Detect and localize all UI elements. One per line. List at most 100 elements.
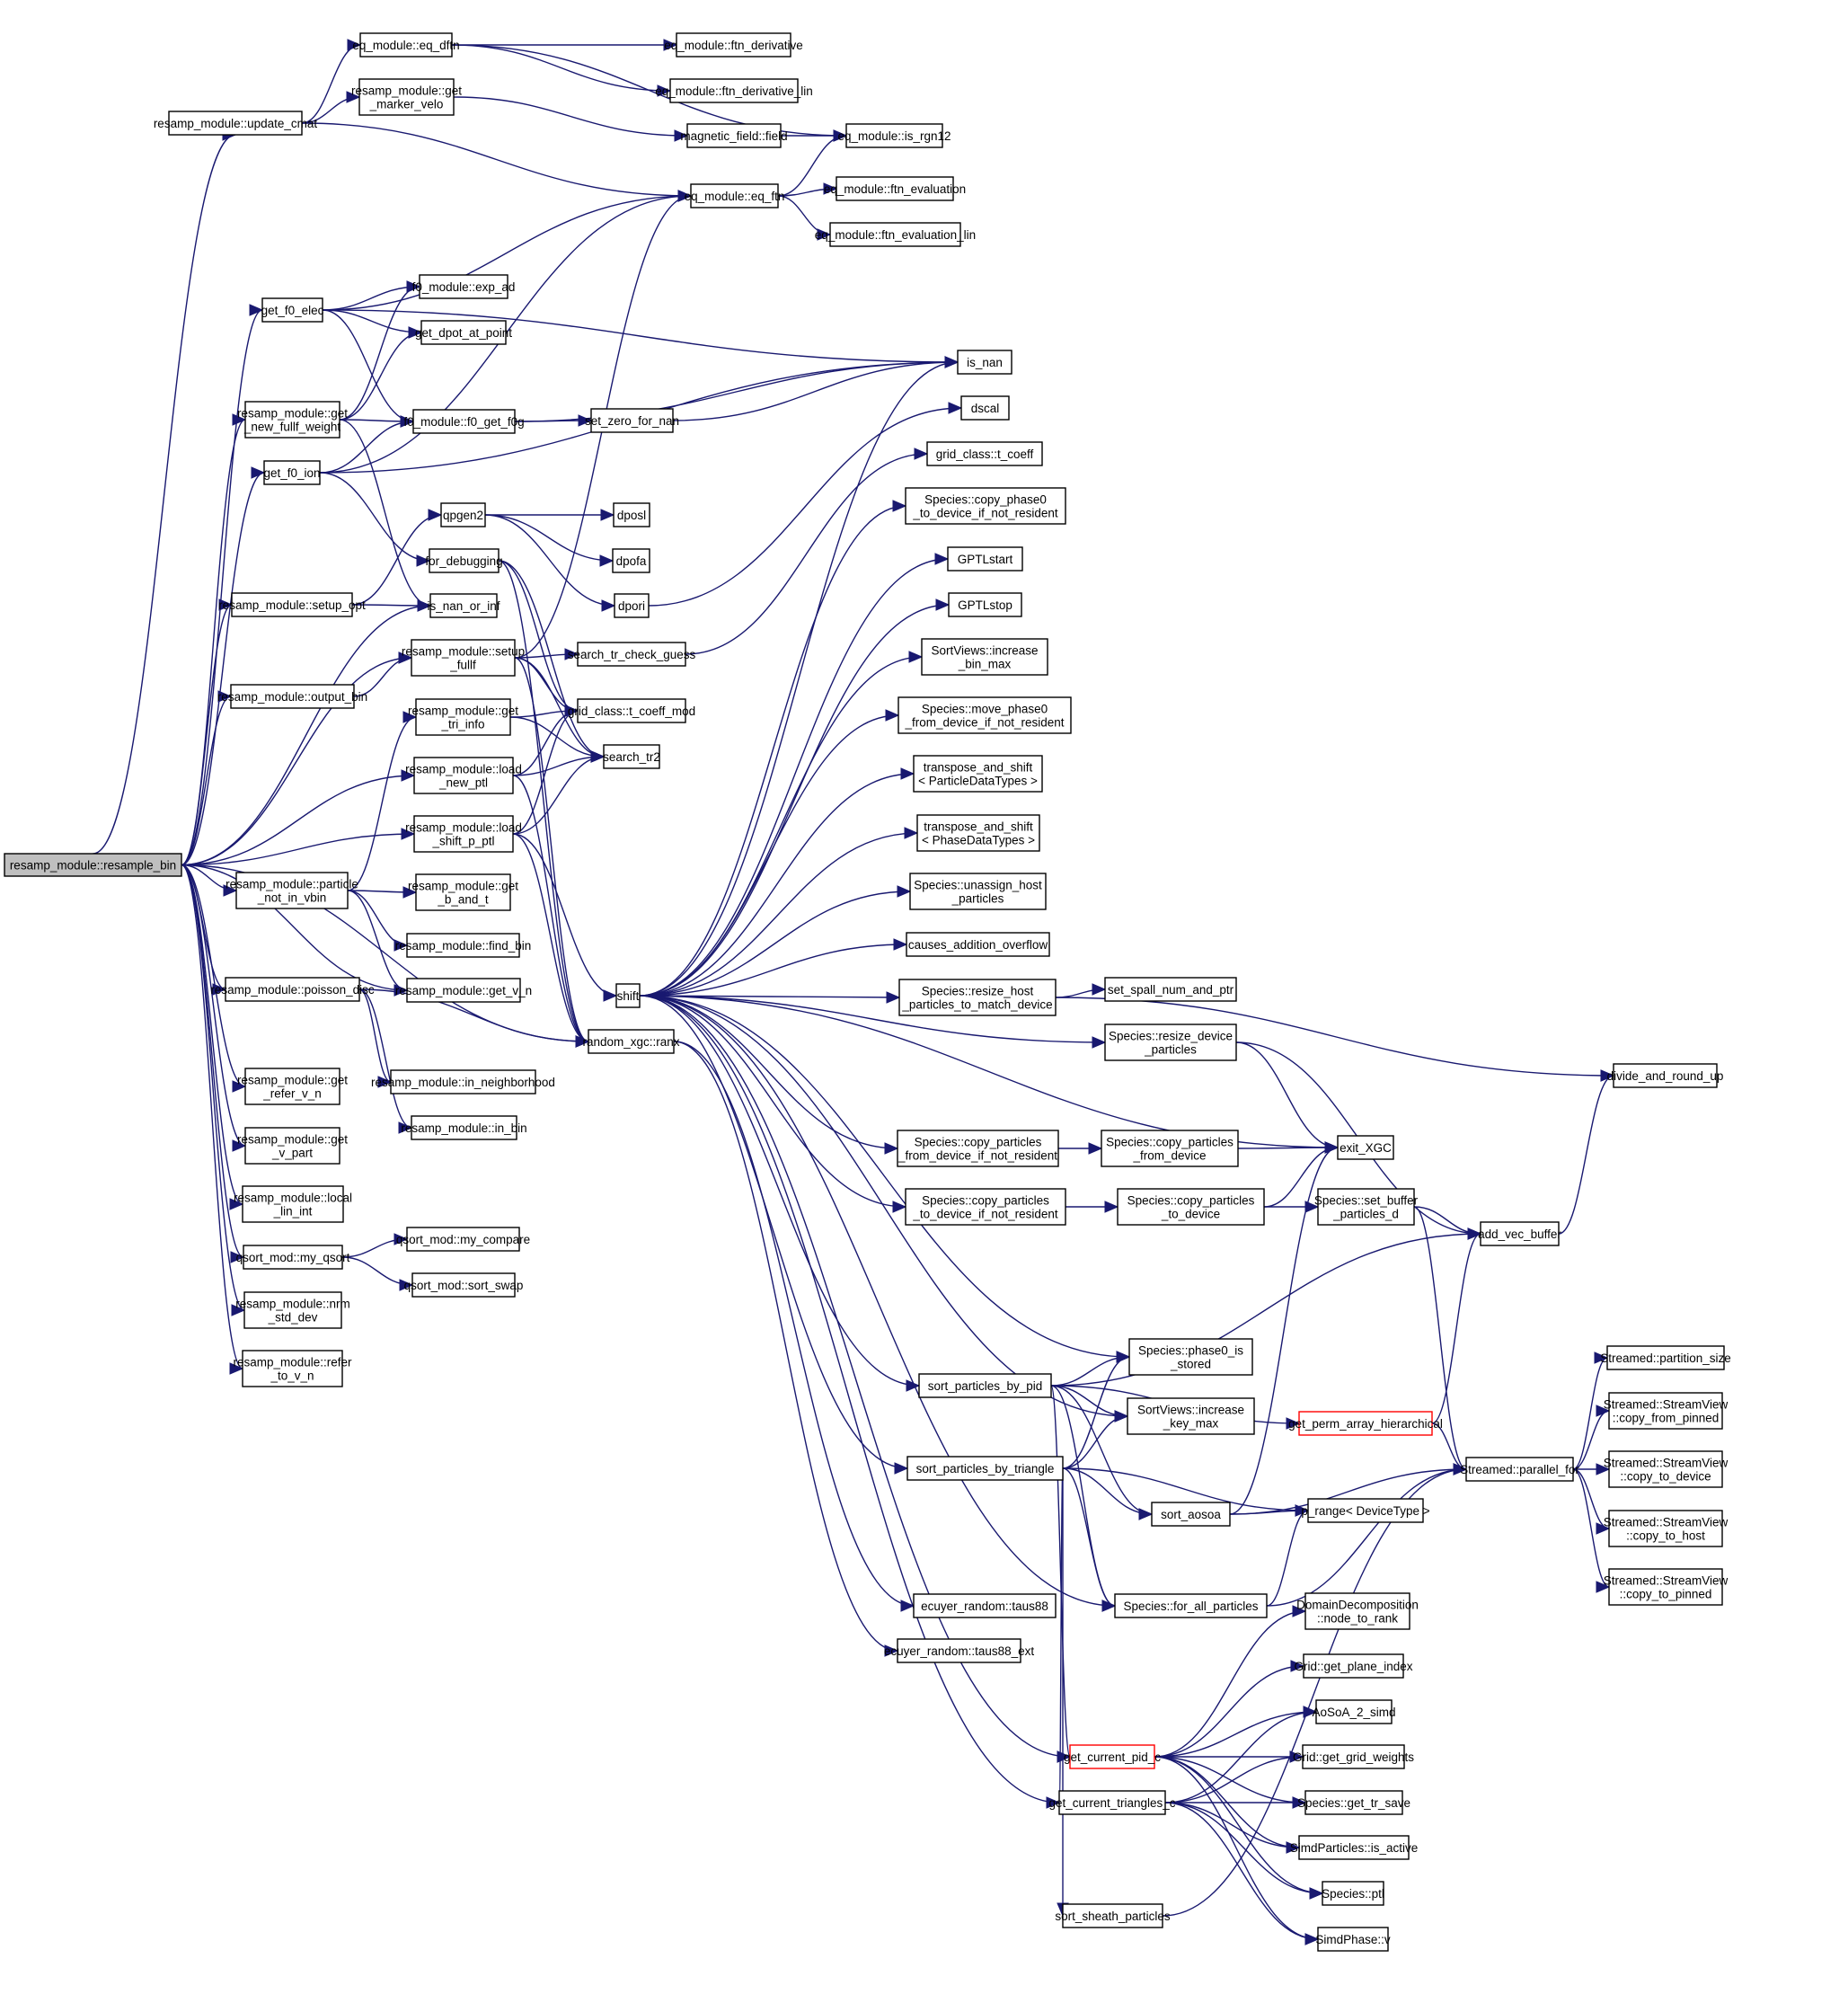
node-simdparticles-is-active[interactable]: SimdParticles::is_active [1290,1835,1419,1860]
node-streamed-streamview-copy-from-pinned[interactable]: Streamed::StreamView::copy_from_pinned [1604,1392,1729,1430]
node-grid-get-grid-weights[interactable]: Grid::get_grid_weights [1293,1744,1414,1769]
node-resamp-module-setup-fullf[interactable]: resamp_module::setup_fullf [402,639,525,677]
node-qpgen2[interactable]: qpgen2 [440,502,486,527]
node-eq-module-ftn-derivative-lin[interactable]: eq_module::ftn_derivative_lin [655,78,813,103]
node-resamp-module-setup-opt[interactable]: resamp_module::setup_opt [218,592,366,617]
node-resamp-module-update-cmat[interactable]: resamp_module::update_cmat [154,111,318,136]
node-dpofa[interactable]: dpofa [612,548,650,573]
node-get-f0-ion[interactable]: get_f0_ion [263,460,321,485]
node-species-unassign-host-particles[interactable]: Species::unassign_host_particles [909,873,1047,910]
node-sort-particles-by-pid[interactable]: sort_particles_by_pid [918,1373,1052,1398]
node-get-perm-array-hierarchical[interactable]: get_perm_array_hierarchical [1288,1411,1443,1436]
node-magnetic-field-field[interactable]: magnetic_field::field [680,123,788,148]
node-simdphase-v[interactable]: SimdPhase::v [1315,1927,1391,1952]
node-ecuyer-random-taus88[interactable]: ecuyer_random::taus88 [913,1593,1057,1618]
node-is-nan[interactable]: is_nan [957,350,1012,375]
node-get-current-triangles-c[interactable]: get_current_triangles_c [1048,1790,1176,1815]
node-streamed-parallel-for[interactable]: Streamed::parallel_for [1460,1457,1579,1482]
node-resamp-module-output-bin[interactable]: resamp_module::output_bin [217,684,367,709]
node-resamp-module-load-shift-p-ptl[interactable]: resamp_module::load_shift_p_ptl [405,815,522,853]
node-add-vec-buffer[interactable]: add_vec_buffer [1478,1221,1561,1246]
node-resamp-module-resample-bin[interactable]: resamp_module::resample_bin [4,853,182,877]
node-sortviews-increase-bin-max[interactable]: SortViews::increase_bin_max [921,638,1048,676]
node-species-set-buffer-particles-d[interactable]: Species::set_buffer_particles_d [1314,1188,1419,1226]
node-search-tr-check-guess[interactable]: search_tr_check_guess [568,642,696,667]
node-random-xgc-ranx[interactable]: random_xgc::ranx [582,1029,680,1054]
node-eq-module-eq-ftn[interactable]: eq_module::eq_ftn [685,183,785,208]
node-dposl[interactable]: dposl [613,502,650,527]
node-species-copy-particles-to-device-if-not-resident[interactable]: Species::copy_particles_to_device_if_not… [905,1188,1066,1226]
node-eq-module-ftn-derivative[interactable]: eq_module::ftn_derivative [664,32,803,58]
node-eq-module-ftn-evaluation[interactable]: eq_module::ftn_evaluation [824,176,966,201]
node-eq-module-is-rgn12[interactable]: eq_module::is_rgn12 [837,123,951,148]
node-species-for-all-particles[interactable]: Species::for_all_particles [1114,1593,1268,1618]
node-search-tr2[interactable]: search_tr2 [603,744,660,769]
node-eq-module-eq-dftn[interactable]: eq_module::eq_dftn [352,32,460,58]
node-species-resize-device-particles[interactable]: Species::resize_device_particles [1104,1024,1237,1061]
node-species-move-phase0-from-device-if-not-resident[interactable]: Species::move_phase0_from_device_if_not_… [897,696,1072,734]
node-resamp-module-get-marker-velo[interactable]: resamp_module::get_marker_velo [351,78,462,116]
node-qsort-mod-my-compare[interactable]: qsort_mod::my_compare [396,1227,530,1252]
node-ecuyer-random-taus88-ext[interactable]: ecuyer_random::taus88_ext [884,1638,1035,1663]
node-streamed-streamview-copy-to-device[interactable]: Streamed::StreamView::copy_to_device [1604,1450,1729,1488]
node-set-zero-for-nan[interactable]: set_zero_for_nan [585,408,679,433]
node-exit-xgc[interactable]: exit_XGC [1337,1135,1394,1160]
node-resamp-module-in-neighborhood[interactable]: resamp_module::in_neighborhood [371,1069,555,1094]
node-p-range-devicetype[interactable]: p_range< DeviceType > [1301,1498,1430,1523]
node-resamp-module-get-b-and-t[interactable]: resamp_module::get_b_and_t [408,873,518,911]
node-sortviews-increase-key-max[interactable]: SortViews::increase_key_max [1127,1397,1255,1435]
node-dpori[interactable]: dpori [614,593,650,618]
node-sort-particles-by-triangle[interactable]: sort_particles_by_triangle [906,1456,1064,1481]
node-resamp-module-find-bin[interactable]: resamp_module::find_bin [395,933,532,958]
node-for-debugging[interactable]: for_debugging [425,548,503,573]
node-resamp-module-refer-to-v-n[interactable]: resamp_module::refer_to_v_n [233,1350,352,1387]
node-resamp-module-get-new-fullf-weight[interactable]: resamp_module::get_new_fullf_weight [237,401,348,439]
node-get-f0-elec[interactable]: get_f0_elec [261,297,324,323]
node-sort-aosoa[interactable]: sort_aosoa [1151,1502,1231,1527]
node-species-resize-host-particles-to-match-device[interactable]: Species::resize_host_particles_to_match_… [898,979,1057,1016]
node-streamed-partition-size[interactable]: Streamed::partition_size [1600,1345,1731,1370]
node-resamp-module-get-tri-info[interactable]: resamp_module::get_tri_info [408,698,518,736]
node-streamed-streamview-copy-to-pinned[interactable]: Streamed::StreamView::copy_to_pinned [1604,1568,1729,1606]
node-resamp-module-particle-not-in-vbin[interactable]: resamp_module::particle_not_in_vbin [225,872,358,909]
node-species-ptl[interactable]: Species::ptl [1322,1881,1384,1906]
node-resamp-module-get-v-n[interactable]: resamp_module::get_v_n [395,978,532,1003]
node-species-copy-phase0-to-device-if-not-resident[interactable]: Species::copy_phase0_to_device_if_not_re… [905,487,1066,525]
node-get-dpot-at-point[interactable]: get_dpot_at_point [415,320,512,345]
node-species-phase0-is-stored[interactable]: Species::phase0_is_stored [1128,1338,1253,1376]
node-grid-class-t-coeff[interactable]: grid_class::t_coeff [926,441,1043,466]
node-dscal[interactable]: dscal [960,395,1010,421]
node-get-current-pid-c[interactable]: get_current_pid_c [1064,1744,1161,1769]
node-resamp-module-nrm-std-dev[interactable]: resamp_module::nrm_std_dev [235,1291,350,1329]
node-is-nan-or-inf[interactable]: is_nan_or_inf [427,593,500,618]
node-resamp-module-in-bin[interactable]: resamp_module::in_bin [401,1115,527,1140]
node-eq-module-ftn-evaluation-lin[interactable]: eq_module::ftn_evaluation_lin [815,222,976,247]
node-species-copy-particles-to-device[interactable]: Species::copy_particles_to_device [1117,1188,1265,1226]
node-species-copy-particles-from-device[interactable]: Species::copy_particles_from_device [1101,1130,1239,1167]
node-gptlstop[interactable]: GPTLstop [948,592,1022,617]
node-divide-and-round-up[interactable]: divide_and_round_up [1607,1063,1724,1088]
node-grid-class-t-coeff-mod[interactable]: grid_class::t_coeff_mod [568,698,695,723]
node-grid-get-plane-index[interactable]: Grid::get_plane_index [1294,1653,1413,1679]
node-transpose-and-shift-particledatatypes[interactable]: transpose_and_shift< ParticleDataTypes > [913,755,1043,793]
node-causes-addition-overflow[interactable]: causes_addition_overflow [906,932,1050,957]
node-shift[interactable]: shift [615,983,641,1008]
node-resamp-module-get-v-part[interactable]: resamp_module::get_v_part [237,1127,348,1165]
node-transpose-and-shift-phasedatatypes[interactable]: transpose_and_shift< PhaseDataTypes > [916,814,1040,852]
node-f0-module-exp-ad[interactable]: f0_module::exp_ad [412,274,516,299]
node-f0-module-f0-get-f0g[interactable]: f0_module::f0_get_f0g [403,409,525,434]
node-streamed-streamview-copy-to-host[interactable]: Streamed::StreamView::copy_to_host [1604,1510,1729,1547]
node-resamp-module-get-refer-v-n[interactable]: resamp_module::get_refer_v_n [237,1068,348,1105]
node-set-spall-num-and-ptr[interactable]: set_spall_num_and_ptr [1104,977,1237,1002]
node-sort-sheath-particles[interactable]: sort_sheath_particles [1055,1903,1171,1928]
node-resamp-module-load-new-ptl[interactable]: resamp_module::load_new_ptl [405,757,522,794]
node-qsort-mod-my-qsort[interactable]: qsort_mod::my_qsort [236,1245,350,1270]
node-aosoa-2-simd[interactable]: AoSoA_2_simd [1312,1699,1396,1724]
node-qsort-mod-sort-swap[interactable]: qsort_mod::sort_swap [404,1272,524,1298]
node-resamp-module-poisson-disc[interactable]: resamp_module::poisson_disc [210,977,375,1002]
node-species-copy-particles-from-device-if-not-resident[interactable]: Species::copy_particles_from_device_if_n… [897,1130,1059,1167]
node-domaindecomposition-node-to-rank[interactable]: DomainDecomposition::node_to_rank [1296,1592,1419,1630]
node-resamp-module-local-lin-int[interactable]: resamp_module::local_lin_int [234,1185,352,1223]
node-species-get-tr-save[interactable]: Species::get_tr_save [1297,1790,1410,1815]
node-gptlstart[interactable]: GPTLstart [947,546,1023,572]
